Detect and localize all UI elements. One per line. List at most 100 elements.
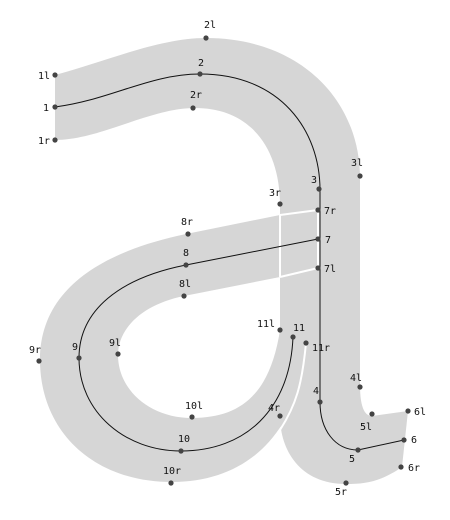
point-dot — [357, 173, 363, 179]
point-dot — [355, 447, 361, 453]
point-label: 7r — [324, 206, 336, 217]
control-point-6r: 6r — [398, 463, 420, 474]
point-label: 8 — [183, 248, 189, 259]
point-label: 9r — [29, 345, 41, 356]
point-dot — [316, 186, 322, 192]
point-label: 6r — [408, 463, 420, 474]
control-point-10: 10 — [178, 434, 190, 454]
point-label: 2l — [204, 20, 216, 31]
point-dot — [178, 448, 184, 454]
control-point-4r: 4r — [268, 403, 283, 419]
control-point-7l: 7l — [315, 264, 336, 275]
point-label: 4 — [313, 386, 319, 397]
bowl-outline-shape — [40, 210, 318, 482]
point-label: 1 — [43, 103, 49, 114]
point-label: 11 — [293, 323, 305, 334]
point-label: 5l — [360, 422, 372, 433]
point-dot — [369, 411, 375, 417]
point-dot — [115, 351, 121, 357]
point-dot — [343, 480, 349, 486]
point-label: 3 — [311, 175, 317, 186]
point-label: 9 — [72, 342, 78, 353]
control-point-9r: 9r — [29, 345, 42, 364]
point-label: 1l — [38, 71, 50, 82]
point-dot — [185, 231, 191, 237]
point-dot — [290, 334, 296, 340]
control-point-5l: 5l — [360, 411, 375, 433]
point-label: 5r — [335, 487, 347, 498]
control-point-1: 1 — [43, 103, 58, 114]
point-dot — [197, 71, 203, 77]
spine-stroke-main — [54, 73, 405, 451]
point-dot — [357, 384, 363, 390]
control-point-11l: 11l — [257, 319, 283, 333]
point-dot — [168, 480, 174, 486]
control-point-3: 3 — [311, 175, 322, 192]
control-point-2: 2 — [197, 58, 204, 77]
control-point-10l: 10l — [185, 401, 203, 420]
spine-stroke-bowl — [78, 238, 319, 452]
point-dot — [315, 236, 321, 242]
control-point-2r: 2r — [190, 90, 202, 111]
point-label: 10r — [163, 466, 181, 477]
point-label: 8r — [181, 217, 193, 228]
point-dot — [405, 408, 411, 414]
point-dot — [190, 105, 196, 111]
control-point-3l: 3l — [351, 158, 363, 179]
point-dot — [398, 464, 404, 470]
control-point-4l: 4l — [350, 373, 363, 390]
point-dot — [303, 340, 309, 346]
control-point-11: 11 — [290, 323, 305, 340]
point-dot — [203, 35, 209, 41]
control-point-8l: 8l — [179, 279, 191, 299]
point-dot — [183, 262, 189, 268]
control-point-3r: 3r — [269, 188, 283, 207]
spine-curves — [54, 73, 405, 452]
control-point-9: 9 — [72, 342, 82, 361]
point-dot — [52, 137, 58, 143]
point-label: 10 — [178, 434, 190, 445]
point-label: 7 — [325, 235, 331, 246]
control-point-6l: 6l — [405, 407, 426, 418]
point-label: 11l — [257, 319, 275, 330]
point-dot — [52, 72, 58, 78]
point-label: 9l — [109, 338, 121, 349]
control-point-9l: 9l — [109, 338, 121, 357]
point-label: 7l — [324, 264, 336, 275]
point-dot — [277, 327, 283, 333]
control-point-5r: 5r — [335, 480, 349, 498]
control-point-8r: 8r — [181, 217, 193, 237]
point-label: 8l — [179, 279, 191, 290]
point-label: 10l — [185, 401, 203, 412]
seam-bowl-7l — [279, 267, 319, 278]
point-label: 6 — [411, 435, 417, 446]
point-label: 6l — [414, 407, 426, 418]
control-point-1l: 1l — [38, 71, 58, 82]
control-point-10r: 10r — [163, 466, 181, 486]
point-label: 5 — [349, 454, 355, 465]
point-label: 2 — [198, 58, 204, 69]
point-dot — [52, 104, 58, 110]
point-dot — [315, 207, 321, 213]
point-dot — [317, 399, 323, 405]
point-dot — [277, 201, 283, 207]
point-label: 11r — [312, 343, 330, 354]
control-point-1r: 1r — [38, 136, 58, 147]
control-point-11r: 11r — [303, 340, 330, 354]
control-point-4: 4 — [313, 386, 323, 405]
point-label: 3r — [269, 188, 281, 199]
control-point-6: 6 — [401, 435, 417, 446]
point-label: 4l — [350, 373, 362, 384]
point-dot — [76, 355, 82, 361]
point-dot — [401, 437, 407, 443]
point-dot — [315, 265, 321, 271]
control-point-7r: 7r — [315, 206, 336, 217]
seam-3r-7r — [279, 209, 319, 216]
point-dot — [189, 414, 195, 420]
control-point-2l: 2l — [203, 20, 216, 41]
point-dot — [36, 358, 42, 364]
control-point-8: 8 — [183, 248, 189, 268]
point-dot — [181, 293, 187, 299]
